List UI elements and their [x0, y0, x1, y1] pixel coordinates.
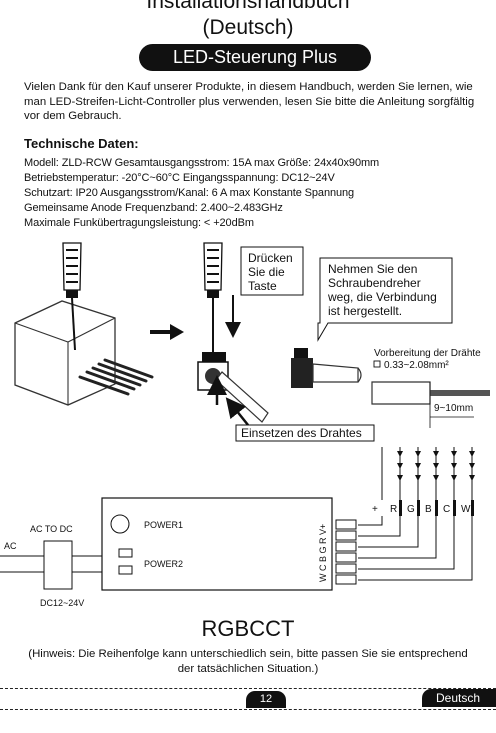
controller-type-heading: RGBCCT [201, 616, 295, 641]
controller-illustration [14, 300, 154, 406]
page-number-badge: 12 [246, 691, 286, 708]
terminal-block-illustration [197, 352, 269, 426]
spec-line: Gemeinsame Anode Frequenzband: 2.400~2.4… [24, 202, 283, 214]
svg-text:G: G [407, 504, 415, 515]
screwdriver-icon [62, 242, 82, 351]
svg-text:Schraubendreher: Schraubendreher [328, 276, 421, 290]
installation-diagram: Drücken Sie die Taste Nehmen Sie den Sch… [0, 242, 490, 608]
svg-text:Nehmen Sie den: Nehmen Sie den [328, 262, 417, 276]
power-adapter: AC TO DC AC DC12~24V [0, 524, 102, 608]
screwdriver-icon [203, 242, 241, 352]
press-button-callout: Drücken Sie die Taste [240, 246, 304, 296]
channel-labels: + R G B C W [372, 500, 474, 516]
page-divider [0, 709, 496, 710]
svg-text:Drücken: Drücken [248, 251, 293, 265]
svg-text:Taste: Taste [248, 279, 277, 293]
manual-title: Installationshandbuch [146, 0, 350, 13]
insert-wire-label: Einsetzen des Drahtes [235, 424, 375, 442]
connected-terminal-illustration [291, 348, 362, 388]
svg-text:+: + [372, 504, 378, 515]
svg-text:9~10mm: 9~10mm [434, 403, 473, 414]
svg-text:0.33~2.08mm²: 0.33~2.08mm² [384, 360, 449, 371]
spec-line: Betriebstemperatur: -20°C~60°C Eingangss… [24, 172, 335, 184]
manual-language-title: (Deutsch) [202, 16, 294, 39]
svg-text:R: R [390, 504, 397, 515]
svg-text:Sie die: Sie die [248, 265, 285, 279]
specs-heading: Technische Daten: [24, 136, 139, 151]
terminal-labels: W C B G R V+ [318, 524, 328, 582]
spec-line: Maximale Funkübertragungsleistung: < +20… [24, 217, 254, 229]
output-wires [358, 516, 473, 581]
led-strip-channel-arrows [381, 447, 473, 500]
svg-text:C: C [443, 504, 450, 515]
svg-text:weg, die Verbindung: weg, die Verbindung [327, 290, 437, 304]
hint-note: (Hinweis: Die Reihenfolge kann unterschi… [28, 648, 468, 675]
product-title-badge: LED-Steuerung Plus [139, 44, 371, 71]
language-tab: Deutsch [422, 689, 496, 707]
svg-text:AC TO DC: AC TO DC [30, 524, 73, 534]
arrowhead-icon [397, 451, 475, 481]
controller-box: POWER1 POWER2 W C B G R V+ [101, 497, 357, 591]
page-divider [0, 688, 496, 689]
svg-text:AC: AC [4, 541, 17, 551]
svg-text:ist hergestellt.: ist hergestellt. [328, 304, 402, 318]
svg-text:Einsetzen des Drahtes: Einsetzen des Drahtes [241, 426, 362, 440]
remove-screwdriver-callout: Nehmen Sie den Schraubendreher weg, die … [317, 257, 453, 342]
svg-text:W: W [461, 504, 471, 515]
wire-preparation-illustration: Vorbereitung der Drähte 0.33~2.08mm² 9~1… [371, 348, 490, 428]
step-arrow-icon [150, 324, 184, 340]
power1-label: POWER1 [144, 520, 183, 530]
spec-line: Modell: ZLD-RCW Gesamtausgangsstrom: 15A… [24, 157, 380, 169]
spec-line: Schutzart: IP20 Ausgangsstrom/Kanal: 6 A… [24, 187, 355, 199]
svg-text:B: B [425, 504, 432, 515]
power2-label: POWER2 [144, 559, 183, 569]
svg-text:Vorbereitung der Drähte: Vorbereitung der Drähte [374, 348, 481, 359]
svg-text:DC12~24V: DC12~24V [40, 598, 84, 608]
intro-paragraph: Vielen Dank für den Kauf unserer Produkt… [24, 81, 475, 122]
